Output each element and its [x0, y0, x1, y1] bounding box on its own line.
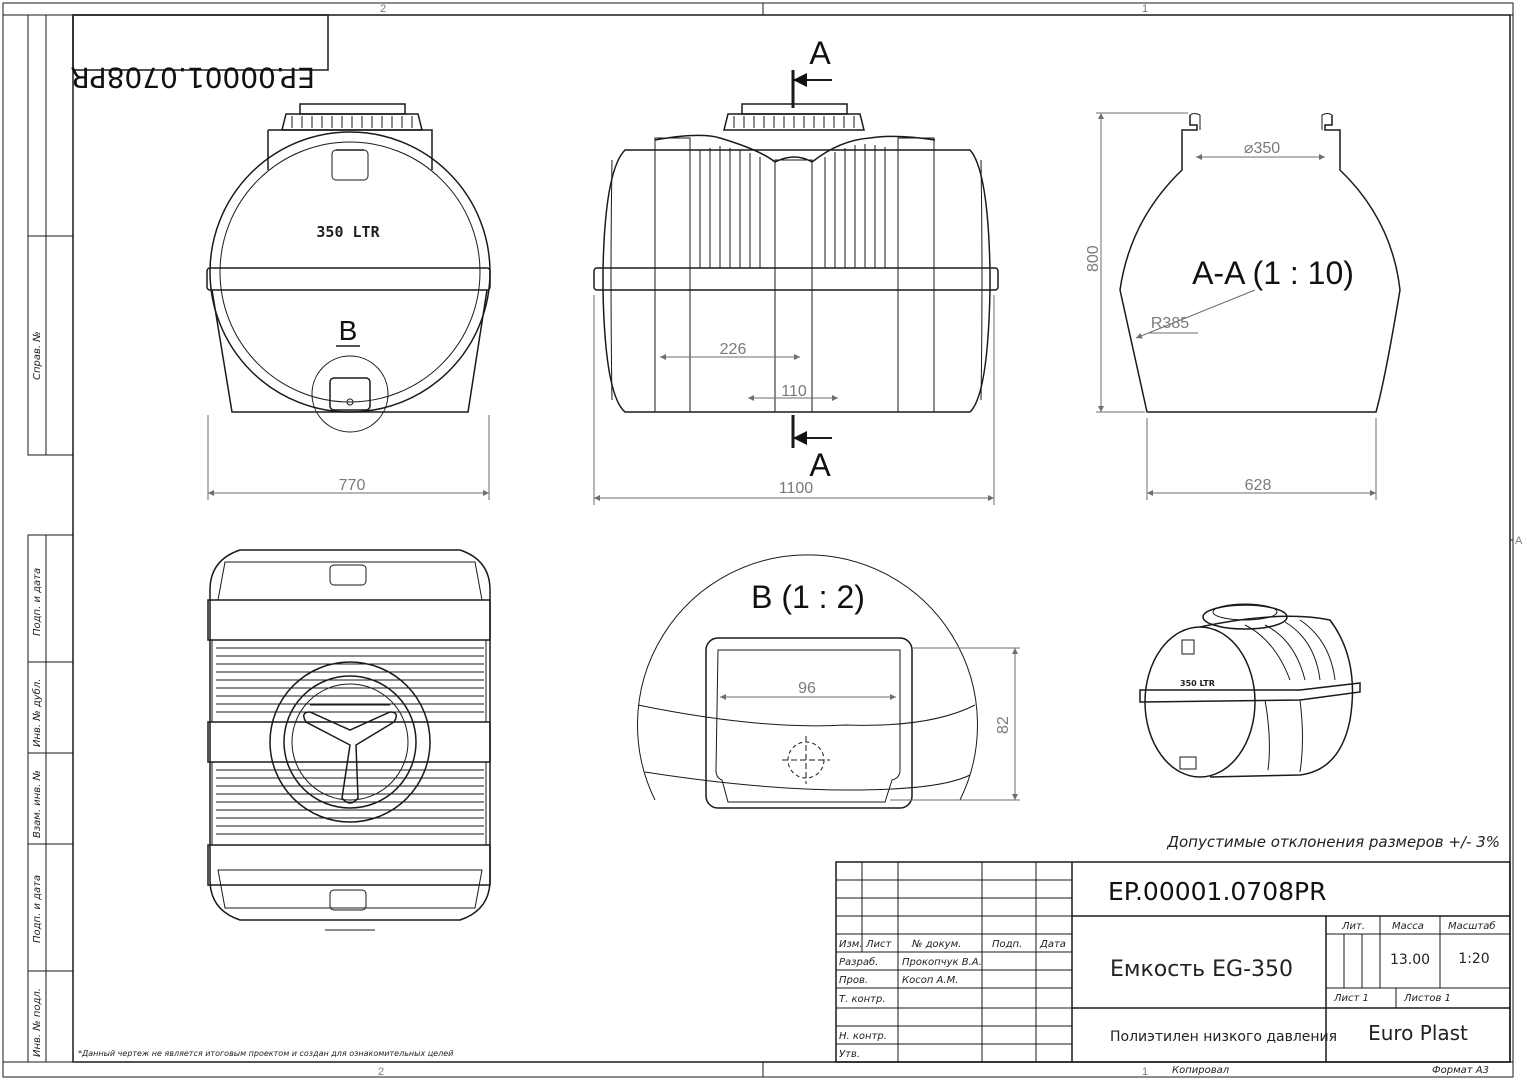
side-label-vzam-inv: Взам. инв. №	[32, 770, 43, 838]
tb-sheet-label: Лист 1	[1333, 993, 1369, 1004]
tb-copied: Копировал	[1172, 1065, 1230, 1076]
title-block: Изм. Лист № докум. Подп. Дата Разраб. Пр…	[835, 861, 1511, 1076]
tb-row-nkontr: Н. контр.	[839, 1031, 887, 1042]
iso-volume-label: 350 LTR	[1180, 679, 1215, 688]
top-view	[207, 549, 491, 931]
side-label-podp-1: Подп. и дата	[32, 568, 43, 636]
side-view: A A 226 110 1100	[593, 35, 999, 505]
tb-sheets-label: Листов 1	[1403, 993, 1451, 1004]
tb-col-list: Лист	[865, 939, 893, 950]
tb-designation: EP.00001.0708PR	[1108, 877, 1326, 906]
tb-company: Euro Plast	[1368, 1021, 1468, 1045]
tb-lit-label: Лит.	[1341, 921, 1365, 932]
side-strip: Справ. № Подп. и дата Инв. № дубл. Взам.…	[27, 14, 74, 1063]
tolerance-note: Допустимые отклонения размеров +/- 3%	[1166, 833, 1500, 851]
detail-marker-b: B	[339, 315, 358, 346]
side-label-sprav: Справ. №	[32, 331, 43, 380]
dim-side-110: 110	[781, 383, 807, 400]
disclaimer-note: *Данный чертеж не является итоговым прое…	[78, 1049, 453, 1058]
tb-prov-name: Косоп А.М.	[902, 975, 958, 986]
side-label-inv-podl: Инв. № подл.	[32, 988, 43, 1057]
mirrored-code: EP.00001.0708PR	[70, 61, 315, 94]
detail-view: B (1 : 2) 96 82	[637, 554, 1020, 809]
dim-detail-height: 82	[995, 716, 1012, 734]
detail-title: B (1 : 2)	[751, 579, 865, 615]
side-label-inv-dubl: Инв. № дубл.	[31, 679, 43, 747]
mirrored-code-box: EP.00001.0708PR	[70, 14, 329, 94]
section-view: ⌀350 800 A-A (1 : 10) R385 628	[1085, 112, 1401, 500]
tb-mass-label: Масса	[1392, 921, 1424, 932]
dim-detail-width: 96	[798, 680, 816, 697]
tb-col-izm: Изм.	[839, 939, 863, 950]
dim-side-226: 226	[720, 341, 747, 358]
zone-label-top-2: 2	[380, 3, 386, 15]
zone-label-top-1: 1	[1142, 3, 1148, 15]
tb-row-utv: Утв.	[839, 1049, 860, 1060]
zone-label-bottom-2: 2	[378, 1066, 384, 1078]
tb-name: Емкость EG-350	[1110, 957, 1293, 982]
zone-label-side-a: A	[1515, 535, 1523, 547]
zone-label-bottom-1: 1	[1142, 1066, 1148, 1078]
tb-col-sign: Подп.	[992, 939, 1022, 950]
tb-material: Полиэтилен низкого давления	[1110, 1029, 1337, 1045]
tb-col-doc: № докум.	[911, 939, 961, 950]
tb-scale-value: 1:20	[1458, 951, 1489, 967]
dim-side-width: 1100	[779, 480, 814, 497]
dim-radius: R385	[1151, 315, 1189, 332]
dim-front-width: 770	[339, 477, 366, 494]
tb-col-date: Дата	[1039, 939, 1066, 950]
tb-row-prov: Пров.	[839, 975, 868, 986]
front-volume-label: 350 LTR	[316, 223, 380, 241]
section-marker-top: A	[809, 35, 831, 71]
tb-razrab-name: Прокопчук В.А.	[902, 957, 982, 968]
dim-section-height: 800	[1085, 245, 1102, 272]
section-title: A-A (1 : 10)	[1192, 255, 1354, 291]
section-marker-bottom: A	[809, 447, 831, 483]
side-label-podp-2: Подп. и дата	[32, 875, 43, 943]
tb-row-razrab: Разраб.	[839, 956, 878, 968]
dim-section-width: 628	[1245, 477, 1272, 494]
tb-format: Формат А3	[1432, 1065, 1489, 1076]
dim-neck-diameter: ⌀350	[1244, 140, 1280, 157]
tb-scale-label: Масштаб	[1448, 920, 1496, 932]
front-view: 350 LTR B 770	[206, 103, 491, 500]
iso-view: 350 LTR	[1139, 603, 1361, 778]
tb-mass-value: 13.00	[1390, 952, 1430, 968]
tb-row-tkontr: Т. контр.	[839, 994, 886, 1005]
